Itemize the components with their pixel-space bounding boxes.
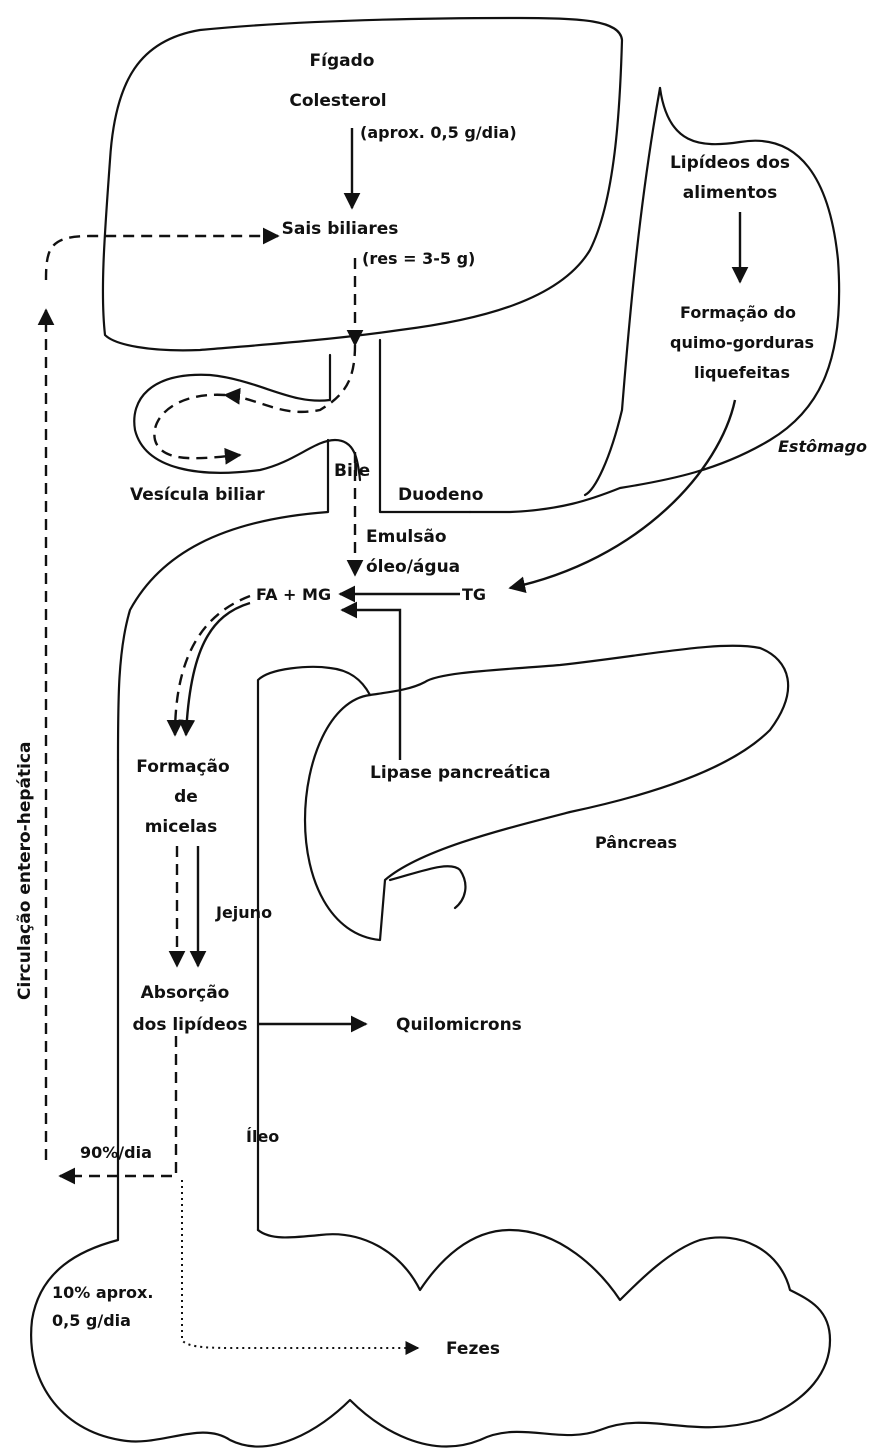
label-circulacao: Circulação entero-hepática bbox=[15, 742, 35, 1001]
label-estomago: Estômago bbox=[778, 437, 867, 456]
arrow-lipase-to-fa-mg bbox=[342, 610, 400, 760]
arrow-to-feces-dotted bbox=[182, 1180, 418, 1348]
label-meio-g: 0,5 g/dia bbox=[52, 1311, 131, 1330]
label-fezes: Fezes bbox=[446, 1339, 500, 1359]
label-colesterol: Colesterol bbox=[289, 91, 386, 111]
label-figado: Fígado bbox=[310, 51, 375, 71]
label-tg: TG bbox=[462, 585, 486, 604]
arrow-fa-mg-to-micelles-solid bbox=[186, 603, 250, 735]
label-dos-lipideos: dos lipídeos bbox=[132, 1015, 247, 1035]
label-duodeno: Duodeno bbox=[398, 485, 483, 505]
label-reserva: (res = 3-5 g) bbox=[362, 249, 475, 268]
intestine-outer-wall bbox=[31, 760, 830, 1446]
label-bile: Bile bbox=[334, 461, 370, 481]
label-vesicula: Vesícula biliar bbox=[130, 485, 265, 505]
label-de: de bbox=[174, 787, 198, 807]
label-absorcao: Absorção bbox=[141, 983, 230, 1003]
arrow-gallbladder-loop-dashed bbox=[154, 395, 240, 458]
label-oleo-agua: óleo/água bbox=[366, 557, 460, 577]
arrow-to-gallbladder-dashed bbox=[225, 345, 355, 412]
label-micelas: micelas bbox=[145, 817, 218, 837]
label-liquefeitas: liquefeitas bbox=[694, 363, 790, 382]
stomach-inner-wall bbox=[585, 88, 660, 495]
gallbladder-outline bbox=[134, 355, 360, 480]
label-quilomicrons: Quilomicrons bbox=[396, 1015, 522, 1035]
pancreas-tail-curve bbox=[390, 866, 465, 908]
label-fa-mg: FA + MG bbox=[256, 585, 331, 604]
label-quimo-gorduras: quimo-gorduras bbox=[670, 333, 814, 352]
label-formacao: Formação bbox=[136, 757, 229, 777]
label-lipase: Lipase pancreática bbox=[370, 763, 551, 783]
arrow-to-bile-salts-dashed bbox=[46, 236, 278, 280]
label-aprox-colesterol: (aprox. 0,5 g/dia) bbox=[360, 123, 517, 142]
label-emulsao: Emulsão bbox=[366, 527, 447, 547]
label-sais-biliares: Sais biliares bbox=[282, 219, 399, 239]
label-lipideos-dos: Lipídeos dos bbox=[670, 153, 790, 173]
label-dez-aprox: 10% aprox. bbox=[52, 1283, 153, 1302]
label-jejuno: Jejuno bbox=[215, 903, 272, 922]
label-alimentos: alimentos bbox=[683, 183, 777, 203]
arrow-chyme-to-tg bbox=[510, 400, 735, 588]
pancreas-outline bbox=[305, 646, 788, 940]
label-formacao-do: Formação do bbox=[680, 303, 796, 322]
label-ileo: Íleo bbox=[246, 1127, 279, 1146]
label-pancreas: Pâncreas bbox=[595, 833, 677, 852]
label-noventa: 90%/dia bbox=[80, 1143, 152, 1162]
